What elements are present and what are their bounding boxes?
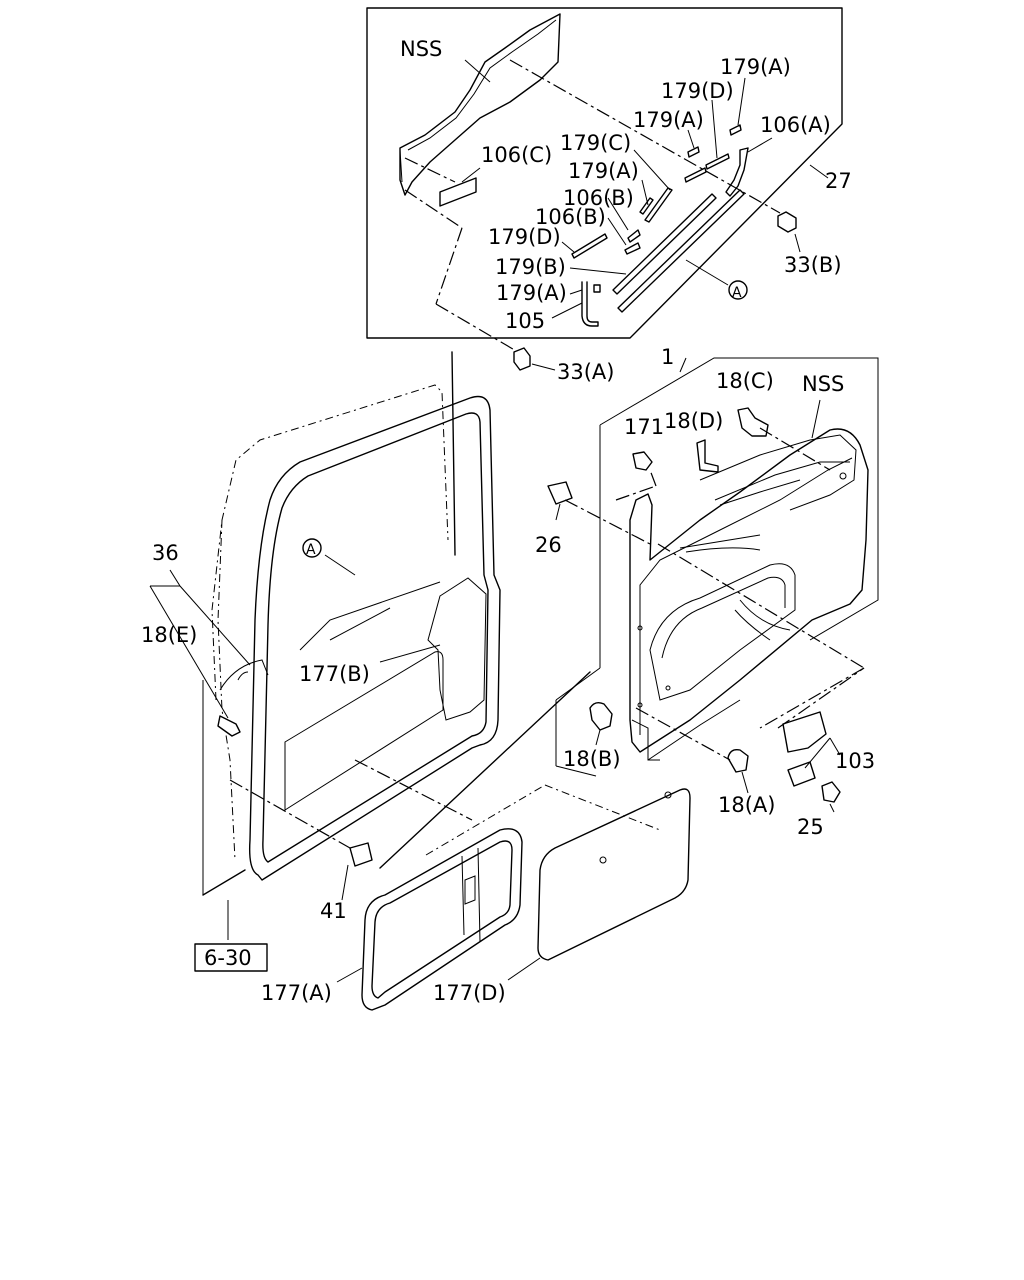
callout-labels: NSS 179(A) 179(D) 179(A) 106(A) 179(C) 1…: [141, 37, 875, 1005]
label-1: 1: [661, 345, 674, 369]
label-6-30: 6-30: [204, 946, 252, 970]
label-177b: 177(B): [299, 662, 370, 686]
clip-33a: [513, 347, 531, 371]
label-33a: 33(A): [557, 360, 614, 384]
panel-177d: [537, 788, 691, 961]
label-179a-4: 179(A): [496, 281, 567, 305]
label-106a: 106(A): [760, 113, 831, 137]
label-26: 26: [535, 533, 562, 557]
label-27: 27: [825, 169, 852, 193]
label-179d-2: 179(D): [488, 225, 561, 249]
label-18a: 18(A): [718, 793, 775, 817]
label-105: 105: [505, 309, 545, 333]
label-177d: 177(D): [433, 981, 506, 1005]
label-41: 41: [320, 899, 347, 923]
marker-a-top: A: [732, 285, 742, 301]
top-inset-panel: [366, 7, 843, 353]
label-171: 171: [624, 415, 664, 439]
label-106b-1: 106(B): [563, 186, 634, 210]
label-179c: 179(C): [560, 131, 631, 155]
door-left: [149, 351, 591, 940]
label-18c: 18(C): [716, 369, 774, 393]
label-179a-2: 179(A): [633, 108, 704, 132]
label-179b: 179(B): [495, 255, 566, 279]
label-177a: 177(A): [261, 981, 332, 1005]
ref-box-6-30: [194, 943, 268, 972]
label-nss-right: NSS: [802, 372, 844, 396]
marker-a-door: A: [306, 542, 316, 558]
label-36: 36: [152, 541, 179, 565]
label-nss-top: NSS: [400, 37, 442, 61]
label-18b: 18(B): [563, 747, 621, 771]
label-25: 25: [797, 815, 824, 839]
label-18e: 18(E): [141, 623, 197, 647]
label-106b-2: 106(B): [535, 205, 606, 229]
label-18d: 18(D): [664, 409, 723, 433]
label-179a-1: 179(A): [720, 55, 791, 79]
label-106c: 106(C): [481, 143, 552, 167]
label-179a-3: 179(A): [568, 159, 639, 183]
window-frame-177a: [361, 784, 661, 1011]
label-179d-1: 179(D): [661, 79, 734, 103]
label-33b: 33(B): [784, 253, 842, 277]
door-trim-right: [547, 357, 879, 813]
label-103: 103: [835, 749, 875, 773]
